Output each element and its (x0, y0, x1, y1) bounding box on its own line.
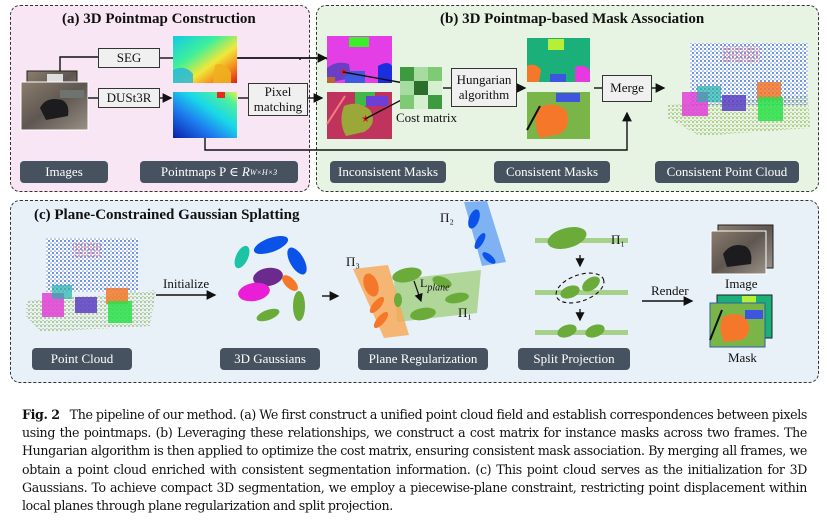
consistent-mask-2 (526, 92, 590, 139)
plane-pi2-label: Π₂ (440, 210, 454, 225)
seg-box: SEG (98, 48, 160, 68)
image-label: Image (725, 276, 758, 291)
tag-consistent-point-cloud: Consistent Point Cloud (655, 161, 799, 183)
diagram-graphics: ★ ★ (20, 36, 810, 348)
merge-box: Merge (602, 75, 652, 102)
tag-inconsistent-masks: Inconsistent Masks (330, 161, 446, 183)
point-cloud-c (26, 238, 156, 332)
panel-b-title: (b) 3D Pointmap-based Mask Association (440, 11, 705, 27)
mask-label: Mask (728, 350, 757, 365)
caption-text: The pipeline of our method. (a) We first… (22, 407, 807, 514)
inconsistent-mask-1 (327, 36, 392, 83)
consistent-mask-1 (527, 38, 590, 82)
tag-3d-gaussians: 3D Gaussians (220, 348, 320, 370)
pointmap-2 (173, 92, 237, 138)
dust3r-box: DUSt3R (98, 88, 160, 108)
split-projection-graphic (535, 227, 628, 338)
render-label: Render (651, 283, 689, 298)
consistent-point-cloud (668, 43, 810, 136)
tag-images: Images (20, 161, 108, 183)
panel-a-title: (a) 3D Pointmap Construction (62, 11, 256, 27)
panel-c-title: (c) Plane-Constrained Gaussian Splatting (34, 207, 300, 223)
hungarian-box: Hungarian algorithm (451, 68, 517, 107)
cost-matrix-label: Cost matrix (396, 110, 458, 125)
initialize-label: Initialize (163, 276, 210, 291)
gaussian-ellipses (234, 235, 307, 322)
split-pi1-label: Π₁ (611, 232, 625, 247)
tag-consistent-masks: Consistent Masks (494, 161, 610, 183)
inconsistent-mask-2 (326, 92, 392, 139)
plane-regularization-graphic (353, 201, 506, 338)
figure-caption: Fig. 2 The pipeline of our method. (a) W… (22, 406, 807, 515)
rendered-mask (709, 294, 773, 348)
tag-plane-regularization: Plane Regularization (358, 348, 488, 370)
tag-point-cloud: Point Cloud (32, 348, 132, 370)
lplane-label: Lplane (420, 276, 450, 294)
caption-label: Fig. 2 (22, 407, 60, 422)
input-images-icon (20, 70, 89, 131)
rendered-image (710, 224, 774, 275)
pixel-matching-box: Pixel matching (248, 83, 308, 116)
tag-split-projection: Split Projection (518, 348, 630, 370)
plane-pi1-label: Π₁ (458, 305, 472, 320)
cost-matrix-grid (400, 67, 442, 109)
plane-pi3-label: Π₃ (346, 254, 360, 269)
